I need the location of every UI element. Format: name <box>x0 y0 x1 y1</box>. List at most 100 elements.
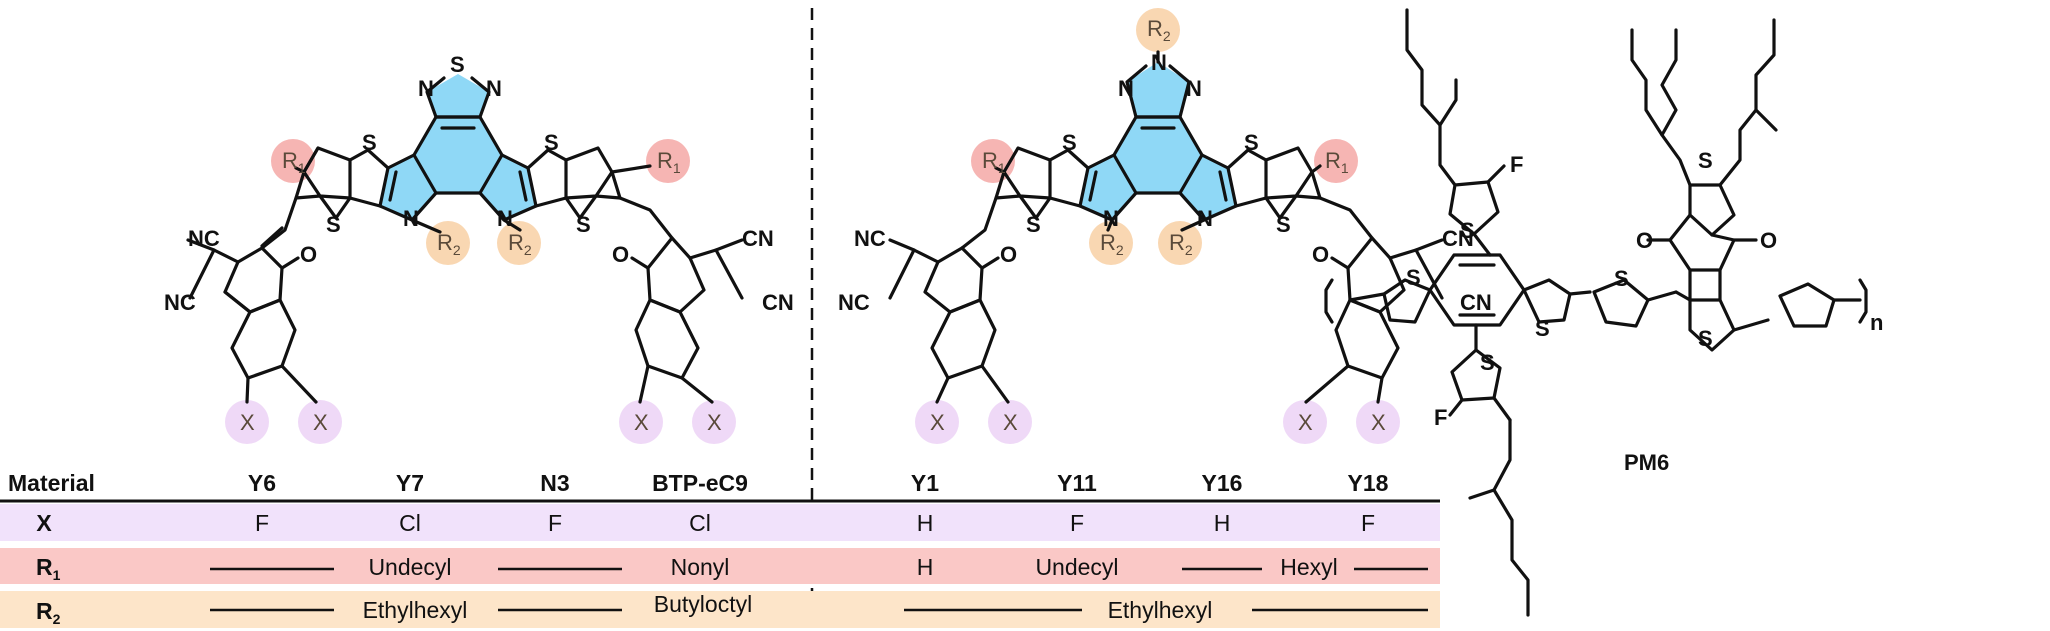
x-label-4: X <box>1371 410 1386 435</box>
core-thiadiazole-fill <box>427 74 489 117</box>
atom-s-b: S <box>1026 212 1041 237</box>
molecule-left: S N N S S S S N N NC NC CN CN O O R1 R1 … <box>164 52 794 444</box>
cell-r1-y1: H <box>917 554 934 580</box>
atom-n-pyrrole-b: N <box>1197 206 1213 231</box>
cell-x-y11: F <box>1070 510 1084 536</box>
atom-n-thiadiazole-right: N <box>486 76 502 101</box>
row-r1-label: R1 <box>36 554 61 583</box>
core-triazole-fill <box>1127 62 1189 117</box>
header-col-btp-ec9: BTP-eC9 <box>652 470 748 496</box>
cell-r2-btp: Butyloctyl <box>654 591 752 617</box>
cell-r1-y18: Hexyl <box>1280 554 1338 580</box>
header-label: Material <box>8 470 95 496</box>
x-highlight-4 <box>692 400 736 444</box>
x-highlight-1 <box>915 400 959 444</box>
cell-x-y7: Cl <box>399 510 421 536</box>
row-r2-label: R2 <box>36 598 61 627</box>
atom-s-thiadiazole: S <box>450 52 465 77</box>
pm6-structure: F F O O S S S S S S S n PM6 <box>1324 8 1883 617</box>
header-col-n3: N3 <box>540 470 569 496</box>
r2-label-b: R2 <box>508 230 532 258</box>
atom-s-a: S <box>1062 130 1077 155</box>
x-highlight-3 <box>1283 400 1327 444</box>
atom-s-b: S <box>326 212 341 237</box>
row-x-label: X <box>36 510 52 536</box>
x-label-1: X <box>240 410 255 435</box>
header-col-y7: Y7 <box>396 470 424 496</box>
atom-nc-2: NC <box>164 290 196 315</box>
core-benzene-fill <box>1114 117 1202 193</box>
atom-n-pyrrole-a: N <box>403 206 419 231</box>
r2-highlight-b <box>497 221 541 265</box>
atom-s-c: S <box>1244 130 1259 155</box>
r2-label-a: R2 <box>1100 230 1124 258</box>
header-col-y6: Y6 <box>248 470 276 496</box>
row-x-bg <box>0 504 1440 541</box>
pm6-atom-s1: S <box>1460 218 1475 243</box>
x-highlight-1 <box>225 400 269 444</box>
header-col-y11: Y11 <box>1057 470 1097 496</box>
atom-cn-4: CN <box>1460 290 1492 315</box>
atom-n-pyrrole-a: N <box>1103 206 1119 231</box>
r2-highlight-a <box>1089 221 1133 265</box>
r2-label-a: R2 <box>437 230 461 258</box>
pm6-name: PM6 <box>1624 450 1669 475</box>
atom-o-2: O <box>1312 242 1329 267</box>
header-col-y1: Y1 <box>911 470 939 496</box>
atom-s-d: S <box>1276 212 1291 237</box>
atom-o-1: O <box>300 242 317 267</box>
atom-nc-1: NC <box>854 226 886 251</box>
cell-r1-y7: Undecyl <box>368 554 451 580</box>
atom-s-d: S <box>576 212 591 237</box>
right-bonds <box>888 50 1444 404</box>
molecule-right: N N N S S S S N N NC NC CN CN O O R2 R1 … <box>838 8 1492 444</box>
atom-o-1: O <box>1000 242 1017 267</box>
cell-r1-btp: Nonyl <box>671 554 730 580</box>
x-label-1: X <box>930 410 945 435</box>
x-label-4: X <box>707 410 722 435</box>
cell-r2-y7: Ethylhexyl <box>363 597 468 623</box>
pm6-atom-o1: O <box>1636 228 1653 253</box>
pm6-atom-s5: S <box>1614 266 1629 291</box>
atom-n-pyrrole-b: N <box>497 206 513 231</box>
x-highlight-2 <box>298 400 342 444</box>
r1-label-right: R1 <box>657 148 681 176</box>
cell-r1-y11: Undecyl <box>1035 554 1118 580</box>
core-benzene-fill <box>414 117 502 193</box>
x-label-2: X <box>313 410 328 435</box>
atom-n-thiadiazole-left: N <box>418 76 434 101</box>
cell-x-y6: F <box>255 510 269 536</box>
x-label-3: X <box>1298 410 1313 435</box>
pm6-atom-f2: F <box>1434 405 1447 430</box>
r1-label-left: R1 <box>282 148 306 176</box>
pm6-atom-s6: S <box>1698 148 1713 173</box>
atom-nc-1: NC <box>188 226 220 251</box>
x-highlight-3 <box>619 400 663 444</box>
cell-x-y18: F <box>1361 510 1375 536</box>
x-label-3: X <box>634 410 649 435</box>
left-bonds <box>186 76 744 404</box>
r1-label-left: R1 <box>982 148 1006 176</box>
r2-highlight-top <box>1136 8 1180 52</box>
r1-label-right: R1 <box>1325 148 1349 176</box>
x-highlight-4 <box>1356 400 1400 444</box>
cell-r2-y-series: Ethylhexyl <box>1108 597 1213 623</box>
atom-n-triazole-right: N <box>1186 76 1202 101</box>
r1-highlight-right <box>1314 139 1358 183</box>
pm6-atom-f1: F <box>1510 152 1523 177</box>
r1-highlight-right <box>646 139 690 183</box>
cell-x-n3: F <box>548 510 562 536</box>
pm6-atom-n: n <box>1870 310 1883 335</box>
atom-o-2: O <box>612 242 629 267</box>
pm6-atom-s2: S <box>1406 265 1421 290</box>
atom-cn-3: CN <box>742 226 774 251</box>
r2-label-b: R2 <box>1169 230 1193 258</box>
header-col-y16: Y16 <box>1202 470 1243 496</box>
pm6-atom-s4: S <box>1480 350 1495 375</box>
pm6-atom-s3: S <box>1535 316 1550 341</box>
properties-table: Material Y6 Y7 N3 BTP-eC9 Y1 Y11 Y16 Y18… <box>0 470 1440 628</box>
r2-highlight-b <box>1158 221 1202 265</box>
pm6-bonds <box>1324 8 1868 617</box>
x-label-2: X <box>1003 410 1018 435</box>
